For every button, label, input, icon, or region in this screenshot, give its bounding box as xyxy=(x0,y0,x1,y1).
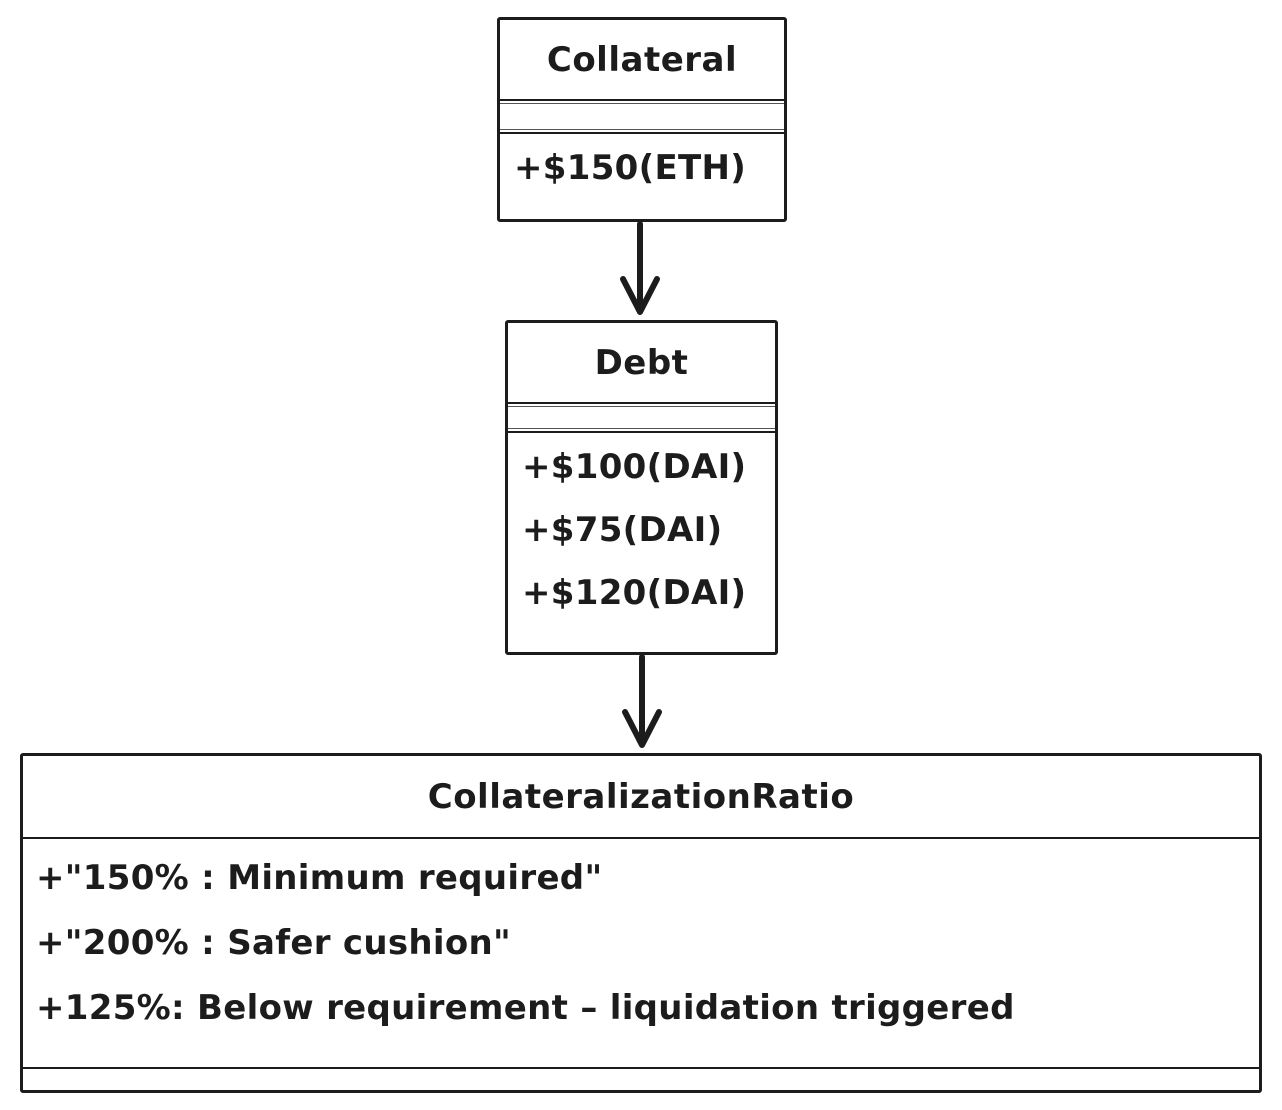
member-line: +$75(DAI) xyxy=(522,510,723,550)
empty-attributes-compartment xyxy=(500,99,784,134)
member-line: +$120(DAI) xyxy=(522,573,747,613)
member-line: +$100(DAI) xyxy=(522,447,747,487)
class-box-debt: Debt +$100(DAI) +$75(DAI) +$120(DAI) xyxy=(505,320,778,655)
class-title-collateralization-ratio: CollateralizationRatio xyxy=(427,776,855,817)
member-line: +"200% : Safer cushion" xyxy=(36,923,512,963)
divider xyxy=(23,837,1259,839)
members-compartment: +"150% : Minimum required" +"200% : Safe… xyxy=(23,839,1259,1067)
member-line: +"150% : Minimum required" xyxy=(36,858,603,898)
class-box-collateralization-ratio: CollateralizationRatio +"150% : Minimum … xyxy=(20,753,1262,1093)
members-compartment: +$100(DAI) +$75(DAI) +$120(DAI) xyxy=(508,433,775,652)
arrow-down-icon xyxy=(620,221,660,315)
empty-methods-compartment xyxy=(23,1067,1259,1090)
members-compartment: +$150(ETH) xyxy=(500,134,784,219)
class-box-collateral: Collateral +$150(ETH) xyxy=(497,17,787,222)
arrow-head xyxy=(622,709,662,748)
arrow-down-icon xyxy=(622,654,662,748)
member-line: +$150(ETH) xyxy=(514,148,747,188)
class-title-collateral: Collateral xyxy=(546,39,738,80)
member-line: +125%: Below requirement – liquidation t… xyxy=(36,988,1015,1028)
empty-attributes-compartment xyxy=(508,402,775,433)
arrow-head xyxy=(620,276,660,315)
class-title-debt: Debt xyxy=(594,342,689,383)
